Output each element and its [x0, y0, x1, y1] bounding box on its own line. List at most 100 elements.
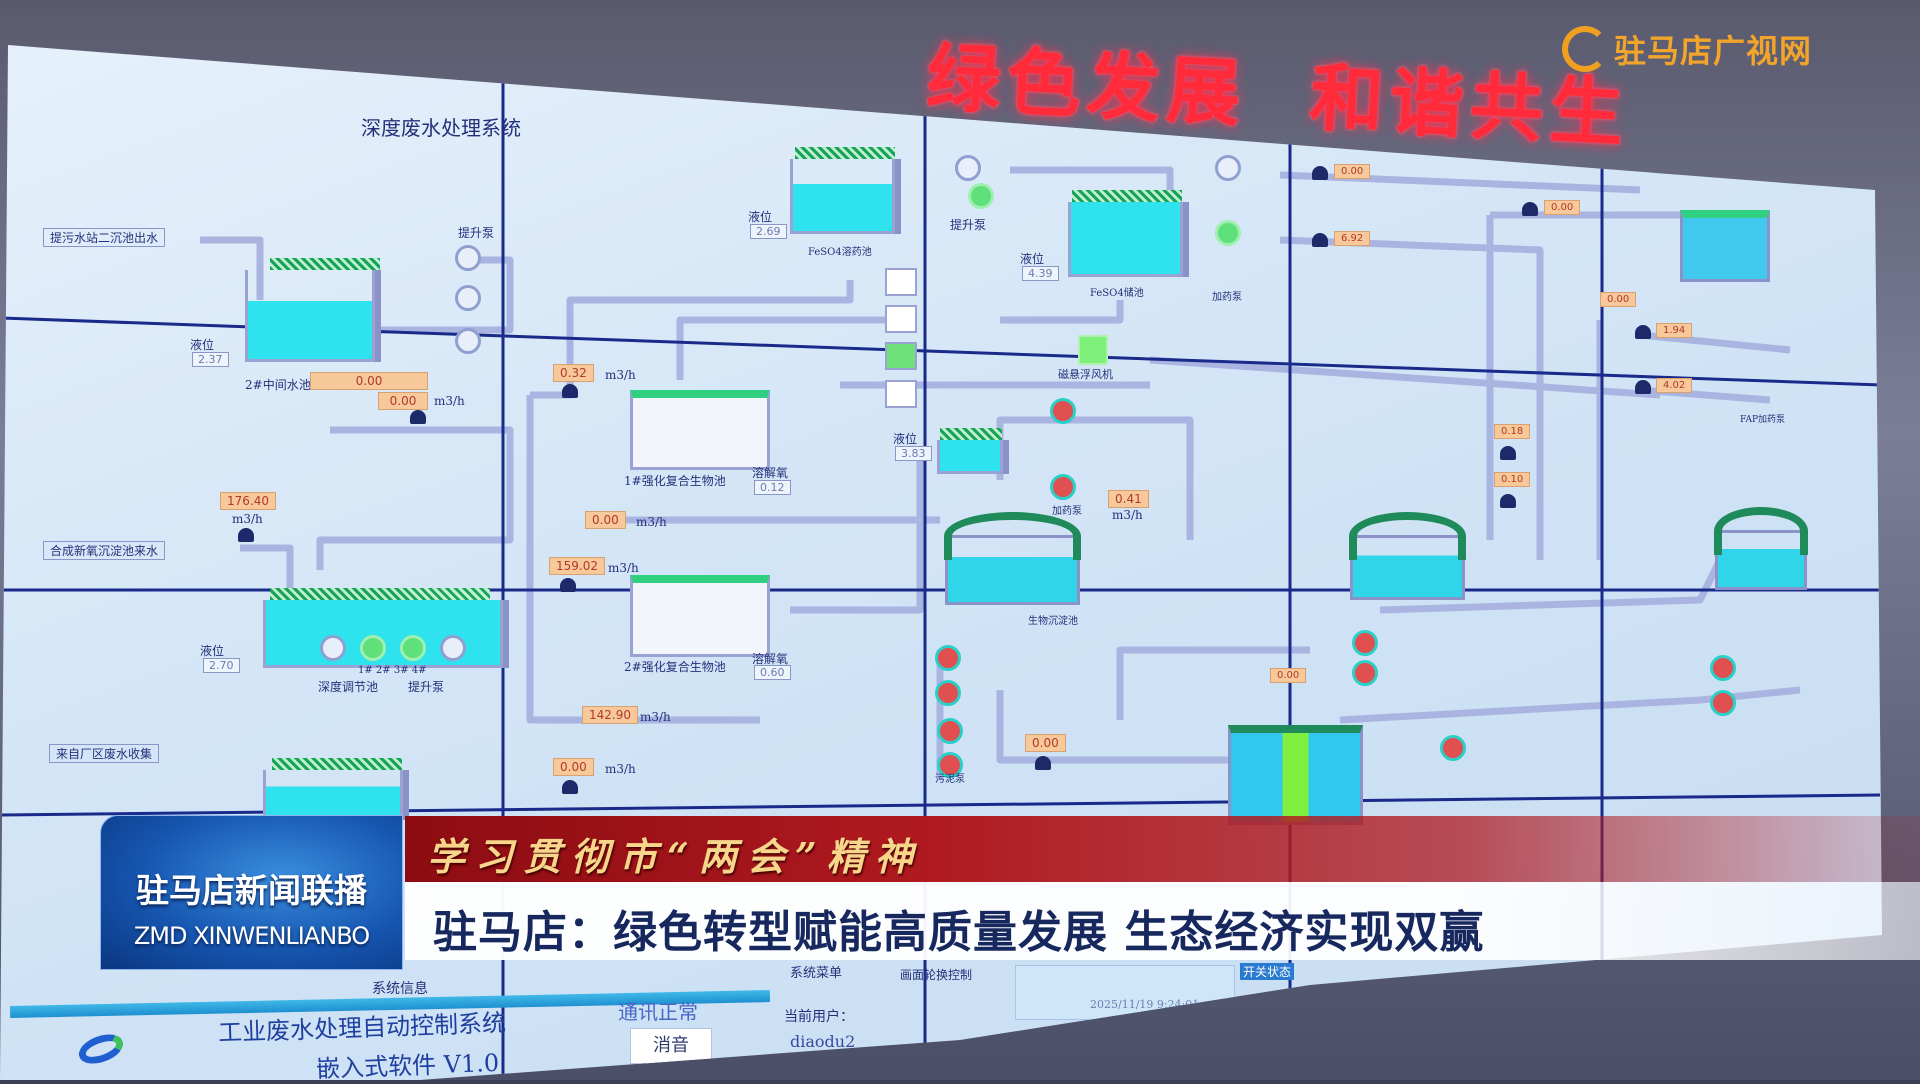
pump-icon[interactable]: [1050, 398, 1076, 424]
switch-status-label: 开关状态: [1240, 963, 1295, 980]
level-label: 液位: [893, 432, 918, 446]
station-logo-icon: [1562, 26, 1608, 72]
mute-button[interactable]: 消音: [630, 1028, 712, 1064]
inlet-label: 提污水站二沉池出水: [43, 228, 166, 247]
pump-icon[interactable]: [455, 285, 481, 311]
mid-pool-level: 2.37: [192, 352, 229, 367]
small-tank: [937, 440, 1003, 474]
sludge-pump-label: 污泥泵: [935, 774, 965, 785]
pump-icon[interactable]: [1215, 220, 1241, 246]
pump-icon[interactable]: [455, 245, 481, 271]
valve-icon[interactable]: [885, 342, 917, 370]
flowmeter-icon: [1500, 494, 1516, 508]
pump-icon[interactable]: [1710, 690, 1736, 716]
deep-adjust-level: 2.70: [203, 658, 240, 673]
pump-icon[interactable]: [935, 645, 961, 671]
pump-icon[interactable]: [1215, 155, 1241, 181]
flow-readout: 0.32: [553, 364, 594, 382]
bio-settle-label: 生物沉淀池: [1028, 616, 1078, 627]
pump-icon[interactable]: [1440, 735, 1466, 761]
flow-readout: 6.92: [1334, 231, 1371, 246]
level-label: 液位: [1020, 252, 1045, 266]
pump-icon[interactable]: [1352, 660, 1378, 686]
pump-icon[interactable]: [1352, 630, 1378, 656]
lift-pump-label: 提升泵: [458, 226, 495, 240]
rotation-control-label: 画面轮换控制: [900, 968, 973, 982]
level-label: 液位: [200, 644, 225, 658]
pump-icon[interactable]: [400, 635, 426, 661]
flowmeter-icon: [1035, 756, 1051, 770]
feso4-store-level: 4.39: [1022, 266, 1059, 281]
flow-readout: 0.00: [1025, 734, 1066, 752]
flow-readout: 0.00: [585, 511, 626, 529]
flow-readout: 0.00: [1600, 292, 1637, 307]
blower-icon[interactable]: [1078, 335, 1108, 365]
pump-icon[interactable]: [955, 155, 981, 181]
pump-icon[interactable]: [937, 718, 963, 744]
feso4-dissolve-tank: [790, 159, 895, 234]
pump-icon[interactable]: [1710, 655, 1736, 681]
unit-label: m3/h: [605, 368, 636, 382]
flow-readout: 0.00: [378, 392, 428, 410]
pump-icon[interactable]: [968, 183, 994, 209]
flow-readout: 0.00: [553, 758, 594, 776]
system-menu-button[interactable]: 系统菜单: [790, 966, 843, 981]
flowmeter-icon: [1312, 233, 1328, 247]
dosing-pump-label: 加药泵: [1052, 506, 1082, 517]
settle-tank: [1349, 512, 1466, 600]
lift-pump-label: 提升泵: [950, 218, 987, 232]
inlet-label: 来自厂区废水收集: [49, 744, 160, 763]
unit-label: m3/h: [608, 561, 639, 575]
unit-label: m3/h: [640, 710, 671, 724]
current-user: diaodu2: [790, 1032, 856, 1051]
flow-readout: 0.41: [1108, 490, 1149, 508]
lift-pump-label: 提升泵: [408, 680, 445, 694]
tank-cover: [1072, 190, 1182, 202]
flowmeter-icon: [1635, 325, 1651, 339]
flowmeter-icon: [238, 528, 254, 542]
pipes: [200, 166, 1801, 780]
feso4-store-label: FeSO4储池: [1090, 288, 1144, 299]
valve-icon[interactable]: [885, 268, 917, 296]
bio-pool-2-tank: [630, 575, 770, 657]
flow-readout: 0.00: [1270, 668, 1307, 683]
flow-readout: 0.10: [1494, 472, 1531, 487]
topic-banner: 学习贯彻市“两会”精神: [405, 816, 1920, 882]
flowmeter-icon: [1312, 166, 1328, 180]
do-label: 溶解氧: [752, 652, 789, 666]
flowmeter-icon: [1522, 202, 1538, 216]
valve-icon[interactable]: [885, 305, 917, 333]
headline-text: 驻马店：绿色转型赋能高质量发展 生态经济实现双赢: [433, 907, 1485, 958]
valve-icon[interactable]: [885, 380, 917, 408]
deep-adjust-tank: [263, 600, 503, 668]
bio-settle-tank: [944, 512, 1081, 605]
do-label: 溶解氧: [752, 466, 789, 480]
flowmeter-icon: [1635, 380, 1651, 394]
mid-pool-label: 2#中间水池: [245, 378, 311, 392]
flow-readout: 0.00: [1544, 200, 1581, 215]
flow-readout: 176.40: [220, 492, 276, 510]
unit-label: m3/h: [605, 762, 636, 776]
pump-icon[interactable]: [937, 752, 963, 778]
pump-icon[interactable]: [455, 328, 481, 354]
pump-icon[interactable]: [1050, 474, 1076, 500]
fap-pump-label: FAP加药泵: [1740, 415, 1786, 425]
diagram-title: 深度废水处理系统: [361, 116, 521, 140]
program-name: 驻马店新闻联播: [136, 871, 367, 910]
pump-icon[interactable]: [320, 635, 346, 661]
bio-pool-2-label: 2#强化复合生物池: [624, 660, 726, 674]
topic-banner-text: 学习贯彻市“两会”精神: [427, 834, 923, 879]
flow-readout: 0.18: [1494, 424, 1531, 439]
tank-cover: [270, 588, 490, 600]
headline-bar: 驻马店：绿色转型赋能高质量发展 生态经济实现双赢: [405, 882, 1920, 960]
program-logo: 驻马店新闻联播 ZMD XINWENLIANBO: [100, 815, 403, 970]
pump-icon[interactable]: [440, 635, 466, 661]
sludge-reactor: [1228, 725, 1363, 825]
comm-status: 通讯正常: [618, 1000, 698, 1024]
flowmeter-icon: [560, 578, 576, 592]
pump-icon[interactable]: [360, 635, 386, 661]
flowmeter-icon: [1500, 446, 1516, 460]
unit-label: m3/h: [636, 515, 667, 529]
secondary-settle-tank: [1714, 507, 1808, 590]
pump-icon[interactable]: [935, 680, 961, 706]
